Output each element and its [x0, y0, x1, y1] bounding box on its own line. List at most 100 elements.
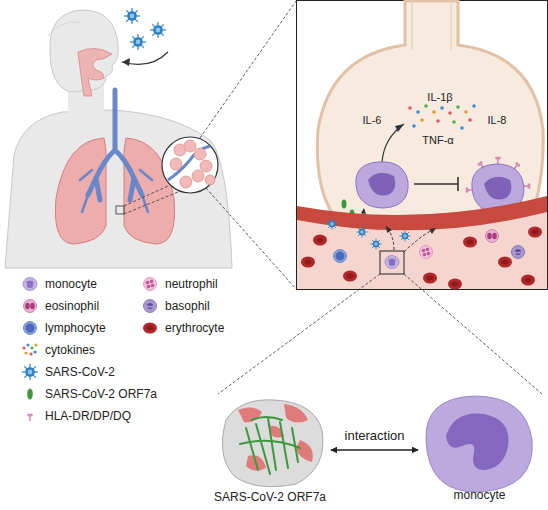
- cytokine-dots-part: [460, 126, 464, 130]
- blood-vessel-part: [429, 228, 436, 234]
- blood-vessel-part: [512, 246, 525, 259]
- alveolus-panel-part: [457, 177, 459, 191]
- blood-vessel-part: [498, 257, 512, 268]
- zoom-callout-part: [184, 140, 196, 152]
- cytokine-label: IL-8: [488, 114, 507, 127]
- legend-icons-part: [27, 414, 33, 422]
- cytokine-dots-part: [452, 120, 456, 124]
- legend-text: SARS-CoV-2 ORF7a: [45, 387, 157, 401]
- blood-vessel-part: [423, 273, 437, 284]
- cytokine-dots-part: [412, 124, 416, 128]
- blood-vessel-part: [356, 226, 367, 237]
- blood-vessel-part: [380, 251, 404, 274]
- macrophage-right-part: [523, 183, 531, 189]
- macrophage-left: [356, 162, 408, 208]
- inhaled-viruses-part: [130, 34, 146, 50]
- alveolus-panel-part: [317, 1, 543, 238]
- zoom-callout-part: [192, 170, 204, 182]
- zoom-callout-part: [194, 148, 206, 160]
- legend-text: HLA-DR/DP/DQ: [45, 409, 131, 423]
- legend-text: erythrocyte: [165, 321, 224, 335]
- legend-text: eosinophil: [45, 299, 99, 313]
- orf7a-structure-part: [238, 407, 262, 422]
- blood-vessel-part: [313, 235, 327, 246]
- cytokine-dots-part: [408, 106, 412, 110]
- edge-label: interaction: [345, 428, 405, 443]
- lungs-part: [88, 90, 142, 200]
- blood-vessel-part: [301, 257, 315, 268]
- cytokine-dots-part: [472, 104, 476, 108]
- alveolus-panel-part: [395, 124, 404, 132]
- alveolus-panel-part: [412, 1, 451, 50]
- blood-vessel-part: [399, 230, 410, 241]
- inhaled-viruses-part: [150, 22, 166, 38]
- cytokine-label: IL-1β: [427, 91, 452, 104]
- zoom-callout-part: [162, 137, 218, 193]
- orf7a-structure-part: [240, 417, 300, 474]
- legend-icons-part: [24, 300, 37, 313]
- cytokine-dots-part: [436, 119, 440, 123]
- cytokine-icon-part: [22, 346, 25, 349]
- cytokine-dots-part: [464, 110, 468, 114]
- blood-vessel-part: [386, 226, 392, 233]
- macrophage-left-part: [356, 162, 408, 208]
- blood-vessel-part: [334, 250, 347, 263]
- blood-vessel-part: [297, 212, 547, 289]
- orf7a-structure-part: [284, 404, 308, 423]
- cytokine-label: TNF-α: [422, 134, 453, 147]
- legend-icons-part: [22, 364, 38, 380]
- legend-text: basophil: [165, 299, 210, 313]
- legend-icons-part: [144, 300, 157, 313]
- blood-vessel-part: [528, 227, 542, 238]
- legend-text: lymphocyte: [45, 321, 106, 335]
- monocyte-cell-part: [446, 413, 509, 470]
- protein-structure: SARS-CoV-2 ORF7a: [215, 398, 325, 504]
- lungs: [55, 90, 174, 244]
- macrophage-right-part: [512, 161, 521, 170]
- monocyte-cell: [426, 396, 532, 492]
- macrophage-right-part: [477, 160, 486, 169]
- orf7a-proteins-part: [361, 208, 366, 214]
- orf7a-structure-part: [222, 400, 323, 487]
- zoom-callout-part: [180, 176, 192, 188]
- cytokine-dots-part: [432, 110, 436, 114]
- inhaled-viruses-part: [122, 58, 130, 66]
- legend-text: SARS-CoV-2: [45, 365, 115, 379]
- zoom-callout-part: [200, 160, 212, 172]
- zoom-callout-part: [200, 1, 296, 138]
- orf7a-proteins-part: [342, 200, 347, 209]
- cytokine-dots-part: [456, 105, 460, 109]
- cytokine-dots-part: [448, 111, 452, 115]
- zoom-callout-part: [124, 192, 178, 214]
- macrophage-right-part: [484, 177, 511, 200]
- blood-vessel-part: [404, 228, 436, 252]
- blood-vessel: [297, 196, 547, 290]
- macrophage-left-part: [368, 173, 395, 196]
- cytokine-label: IL-6: [363, 114, 382, 127]
- inhaled-viruses-part: [124, 8, 140, 24]
- blood-vessel-part: [521, 275, 535, 286]
- zoom-lines-part: [218, 274, 380, 394]
- interaction-arrow: [331, 449, 418, 451]
- cytokine-icon-part: [30, 346, 33, 349]
- orf7a-structure-part: [296, 440, 313, 462]
- blood-vessel-part: [463, 237, 477, 248]
- cytokine-icon-part: [26, 343, 29, 346]
- legend-text: monocyte: [45, 277, 97, 291]
- legend-icons-part: [144, 278, 157, 291]
- node-label: monocyte: [453, 488, 505, 502]
- zoom-callout-part: [124, 186, 168, 206]
- cytokine-icon: [22, 343, 37, 355]
- blood-vessel-part: [420, 246, 433, 259]
- blood-vessel-part: [370, 238, 381, 249]
- macrophage-right-part: [466, 187, 474, 193]
- macrophage-right-part: [495, 157, 501, 165]
- blood-vessel-part: [385, 256, 399, 269]
- alveolus-panel-part: [297, 1, 548, 290]
- legend-icons-part: [27, 389, 33, 400]
- cytokine-dots-part: [468, 118, 472, 122]
- orf7a-structure: [222, 400, 323, 487]
- zoom-callout-part: [205, 175, 215, 185]
- cytokine-dots: [408, 104, 476, 130]
